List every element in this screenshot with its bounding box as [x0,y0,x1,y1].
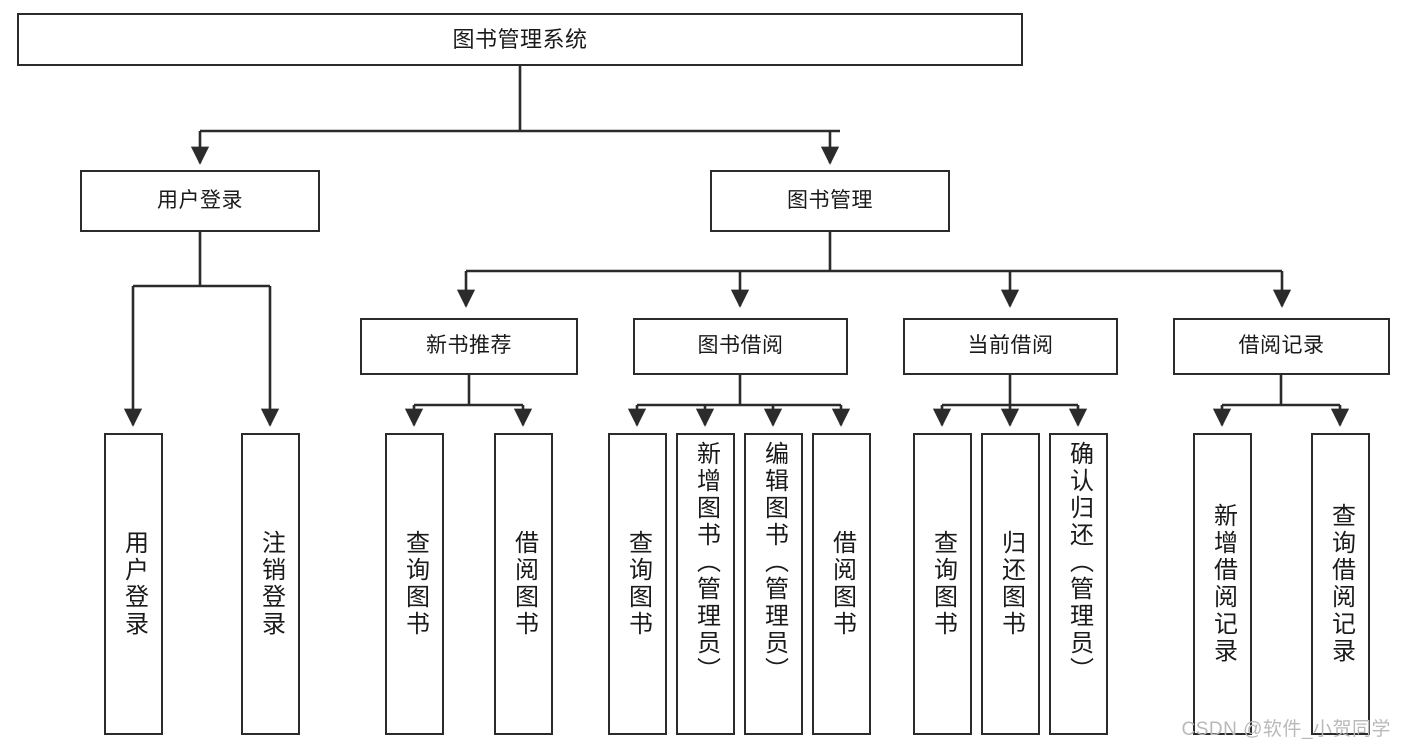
node-user-login[interactable]: 用户登录 [80,170,320,232]
node-label: 图书管理 [787,188,873,212]
node-label: 新书推荐 [426,334,512,358]
leaf-borrow-books-recommend[interactable]: 借阅图书 [494,433,553,735]
node-label: 借阅图书 [510,530,538,638]
leaf-logout[interactable]: 注销登录 [241,433,300,735]
node-label: 查询图书 [929,530,957,638]
node-label: 当前借阅 [967,334,1054,358]
leaf-return-books[interactable]: 归还图书 [981,433,1040,735]
node-label: 查询图书 [401,530,429,638]
node-borrowing-records[interactable]: 借阅记录 [1173,318,1390,375]
node-label: 确认归还（管理员） [1065,441,1093,684]
node-label: 用户登录 [157,188,243,212]
leaf-user-login[interactable]: 用户登录 [104,433,163,735]
leaf-borrow-books[interactable]: 借阅图书 [812,433,871,735]
node-label: 查询图书 [624,530,652,638]
node-label: 用户登录 [120,530,148,638]
node-label: 注销登录 [257,530,285,638]
node-root-system[interactable]: 图书管理系统 [17,13,1023,66]
node-label: 新增图书（管理员） [692,441,720,684]
leaf-query-books-recommend[interactable]: 查询图书 [385,433,444,735]
node-label: 借阅记录 [1238,334,1325,358]
node-label: 图书管理系统 [452,26,588,52]
node-label: 借阅图书 [828,530,856,638]
leaf-query-borrow-record[interactable]: 查询借阅记录 [1311,433,1370,735]
node-label: 归还图书 [997,530,1025,638]
node-label: 图书借阅 [697,334,784,358]
leaf-query-books-current[interactable]: 查询图书 [913,433,972,735]
node-book-borrowing[interactable]: 图书借阅 [633,318,848,375]
leaf-confirm-return-admin[interactable]: 确认归还（管理员） [1049,433,1108,735]
leaf-query-books-borrow[interactable]: 查询图书 [608,433,667,735]
leaf-add-borrow-record[interactable]: 新增借阅记录 [1193,433,1252,735]
node-current-borrowing[interactable]: 当前借阅 [903,318,1118,375]
node-new-book-recommendation[interactable]: 新书推荐 [360,318,578,375]
node-label: 查询借阅记录 [1327,503,1355,665]
node-label: 新增借阅记录 [1209,503,1237,665]
leaf-edit-book-admin[interactable]: 编辑图书（管理员） [744,433,803,735]
csdn-watermark: CSDN @软件_小贺同学 [1181,719,1391,740]
leaf-add-book-admin[interactable]: 新增图书（管理员） [676,433,735,735]
node-label: 编辑图书（管理员） [760,441,788,684]
node-book-management[interactable]: 图书管理 [710,170,950,232]
